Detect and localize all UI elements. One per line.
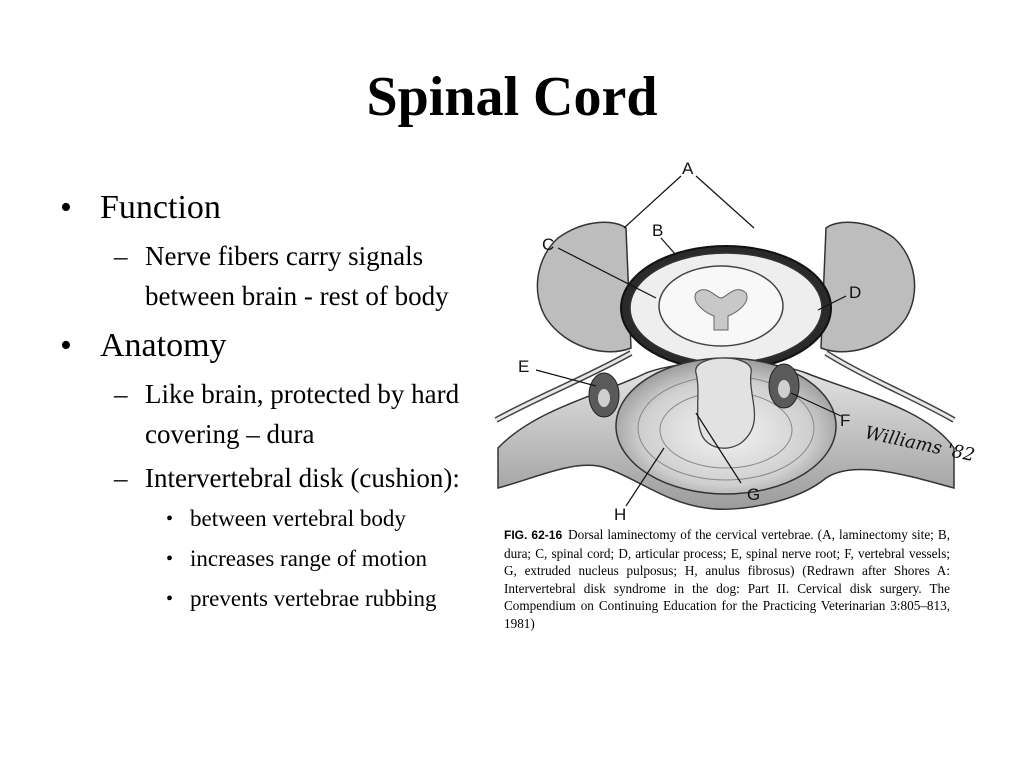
label-c: C: [542, 235, 554, 254]
bullet-text: Function: [100, 189, 221, 226]
figure-number: FIG. 62-16: [504, 528, 563, 542]
sub-sub-bullet-text: increases range of motion: [190, 546, 427, 571]
sub-bullet-intervertebral-disk: – Intervertebral disk (cushion):: [58, 458, 498, 498]
label-a: A: [682, 159, 694, 178]
label-g: G: [747, 485, 760, 504]
leader-lines: [535, 175, 847, 507]
label-f: F: [840, 411, 850, 430]
bullet-dot-icon: •: [166, 588, 174, 610]
label-d: D: [849, 283, 861, 302]
gray-matter-butterfly: [694, 289, 748, 331]
label-e: E: [518, 357, 529, 376]
dash-icon: –: [114, 241, 128, 271]
vertebra-illustration: A B C D E F G H Williams '82: [494, 159, 977, 524]
dash-icon: –: [114, 379, 128, 409]
sub-bullet-text: Intervertebral disk (cushion):: [145, 463, 460, 493]
label-h: H: [614, 505, 626, 524]
bullet-dot-icon: •: [166, 508, 174, 530]
sub-bullet-nerve-fibers: – Nerve fibers carry signals between bra…: [58, 236, 498, 316]
sub-sub-bullet-between: • between vertebral body: [58, 502, 498, 536]
sub-sub-bullet-prevents: • prevents vertebrae rubbing: [58, 582, 498, 616]
sub-bullet-text: Nerve fibers carry signals between brain…: [145, 241, 449, 311]
bullet-dot-icon: •: [60, 189, 72, 226]
bullet-dot-icon: •: [166, 548, 174, 570]
label-b: B: [652, 221, 663, 240]
right-articular-process: [820, 221, 916, 353]
sub-bullet-text: Like brain, protected by hard covering –…: [145, 379, 460, 449]
left-articular-process: [536, 221, 632, 353]
bullet-text: Anatomy: [100, 327, 227, 364]
sub-sub-bullet-text: between vertebral body: [190, 506, 406, 531]
sub-sub-bullet-increases: • increases range of motion: [58, 542, 498, 576]
figure-caption-text: Dorsal laminectomy of the cervical verte…: [504, 527, 950, 631]
bullet-function: • Function: [58, 188, 498, 228]
slide-title: Spinal Cord: [366, 66, 658, 128]
sub-sub-bullet-text: prevents vertebrae rubbing: [190, 586, 437, 611]
sub-bullet-like-brain: – Like brain, protected by hard covering…: [58, 374, 498, 454]
dash-icon: –: [114, 463, 128, 493]
bullet-list: • Function – Nerve fibers carry signals …: [58, 188, 498, 622]
bullet-anatomy: • Anatomy: [58, 326, 498, 366]
nucleus-pulposus-shape: [695, 357, 756, 449]
bullet-dot-icon: •: [60, 327, 72, 364]
